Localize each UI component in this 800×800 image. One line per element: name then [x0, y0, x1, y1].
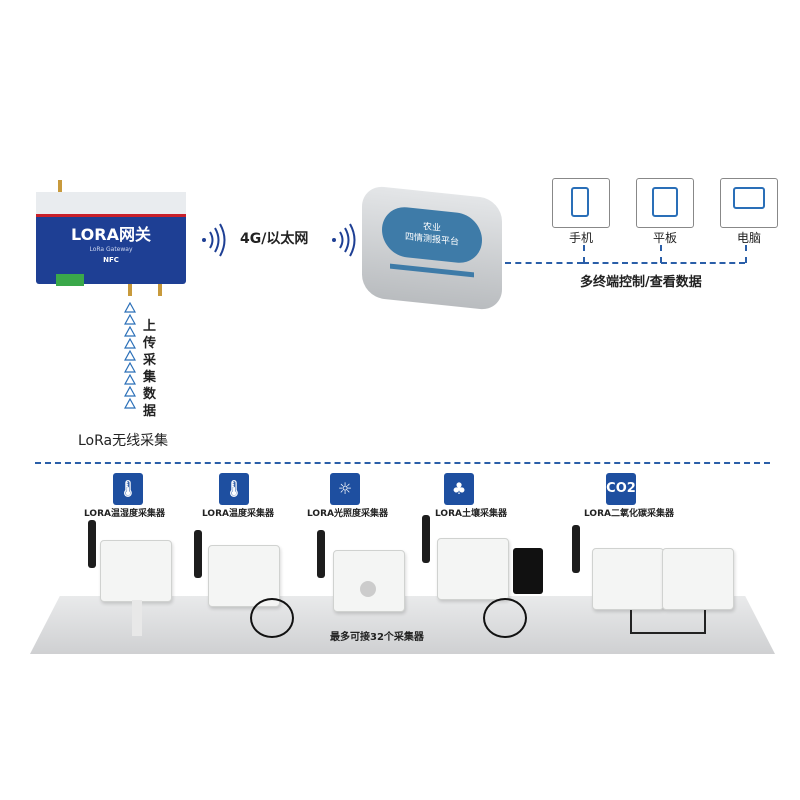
upload-arrow-icon — [124, 397, 136, 409]
sensor-label: LORA土壤采集器 — [435, 509, 507, 519]
antenna-connector — [158, 284, 162, 296]
sensor-antenna — [422, 515, 430, 563]
terminals-caption: 多终端控制/查看数据 — [580, 275, 702, 290]
thermometer-humidity-icon: 🌡 — [113, 473, 143, 505]
upload-arrow-icon — [124, 337, 136, 349]
sensor-label: LORA温湿度采集器 — [84, 509, 165, 519]
gateway-subtitle: LoRa Gateway — [89, 246, 133, 253]
lora-gateway-device: LORA网关 LoRa Gateway NFC — [36, 180, 186, 296]
gateway-panel — [36, 192, 186, 217]
terminal-block — [56, 274, 84, 286]
plant-icon: ♣ — [444, 473, 474, 505]
upload-arrow-icon — [124, 325, 136, 337]
tablet-icon — [652, 187, 678, 217]
wireless-caption: LoRa无线采集 — [78, 433, 169, 449]
sensor-antenna — [194, 530, 202, 578]
upload-arrow-icon — [124, 313, 136, 325]
sensor-antenna — [317, 530, 325, 578]
sensor-light — [333, 550, 405, 612]
upload-arrow-icon — [124, 349, 136, 361]
upload-arrows-icon — [124, 302, 136, 409]
sensor-probe — [132, 600, 142, 636]
dashed-connector — [583, 262, 745, 264]
dashed-connector — [583, 245, 585, 263]
sensor-label: LORA温度采集器 — [202, 509, 274, 519]
co2-icon: CO2 — [606, 473, 636, 505]
sensor-label: LORA二氧化碳采集器 — [584, 509, 674, 519]
cloud-line2: 四情测报平台 — [404, 232, 459, 248]
sensor-soil — [437, 538, 509, 600]
cloud-platform: 农业四情测报平台 — [362, 184, 502, 312]
sensor-label: LORA光照度采集器 — [307, 509, 388, 519]
sensor-co2-probe-unit — [662, 548, 734, 610]
sensor-co2 — [592, 548, 664, 610]
thermometer-icon: 🌡 — [219, 473, 249, 505]
soil-probe — [513, 548, 543, 594]
cloud-text: 农业四情测报平台 — [382, 217, 482, 252]
sensor-cable — [483, 598, 527, 638]
phone-icon — [571, 187, 589, 217]
sensor-antenna — [572, 525, 580, 573]
upload-arrow-icon — [124, 361, 136, 373]
sensor-antenna — [88, 520, 96, 568]
upload-arrow-icon — [124, 302, 136, 313]
dashed-connector — [745, 245, 747, 263]
upload-label: 上传采集数据 — [143, 319, 157, 419]
terminal-tablet: 平板 — [636, 178, 694, 245]
sensor-cable — [250, 598, 294, 638]
sensor-cable — [630, 610, 706, 634]
dashed-connector — [505, 262, 583, 264]
antenna — [58, 180, 62, 192]
cloud-connector — [390, 263, 474, 278]
gateway-nfc: NFC — [103, 256, 119, 264]
terminal-phone: 手机 — [552, 178, 610, 245]
light-sensor-dome — [360, 581, 376, 597]
antenna-connector — [128, 284, 132, 296]
sun-icon: ☼ — [330, 473, 360, 505]
upload-arrow-icon — [124, 373, 136, 385]
terminal-label: 电脑 — [736, 231, 761, 245]
upload-arrow-icon — [124, 385, 136, 397]
computer-icon — [733, 187, 765, 209]
sensor-temperature — [208, 545, 280, 607]
terminal-label: 手机 — [568, 231, 593, 245]
wireless-signal-icon — [202, 223, 226, 257]
terminal-computer: 电脑 — [720, 178, 778, 245]
section-divider — [35, 462, 770, 464]
sensor-temp-humidity — [100, 540, 172, 602]
terminal-label: 平板 — [652, 231, 677, 245]
capacity-caption: 最多可接32个采集器 — [330, 632, 424, 643]
gateway-title: LORA网关 — [71, 225, 151, 244]
cloud-line1: 农业 — [422, 222, 441, 234]
cloud-icon: 农业四情测报平台 — [382, 204, 482, 266]
network-label: 4G/以太网 — [240, 231, 309, 247]
wireless-signal-icon — [332, 223, 356, 257]
dashed-connector — [660, 245, 662, 263]
